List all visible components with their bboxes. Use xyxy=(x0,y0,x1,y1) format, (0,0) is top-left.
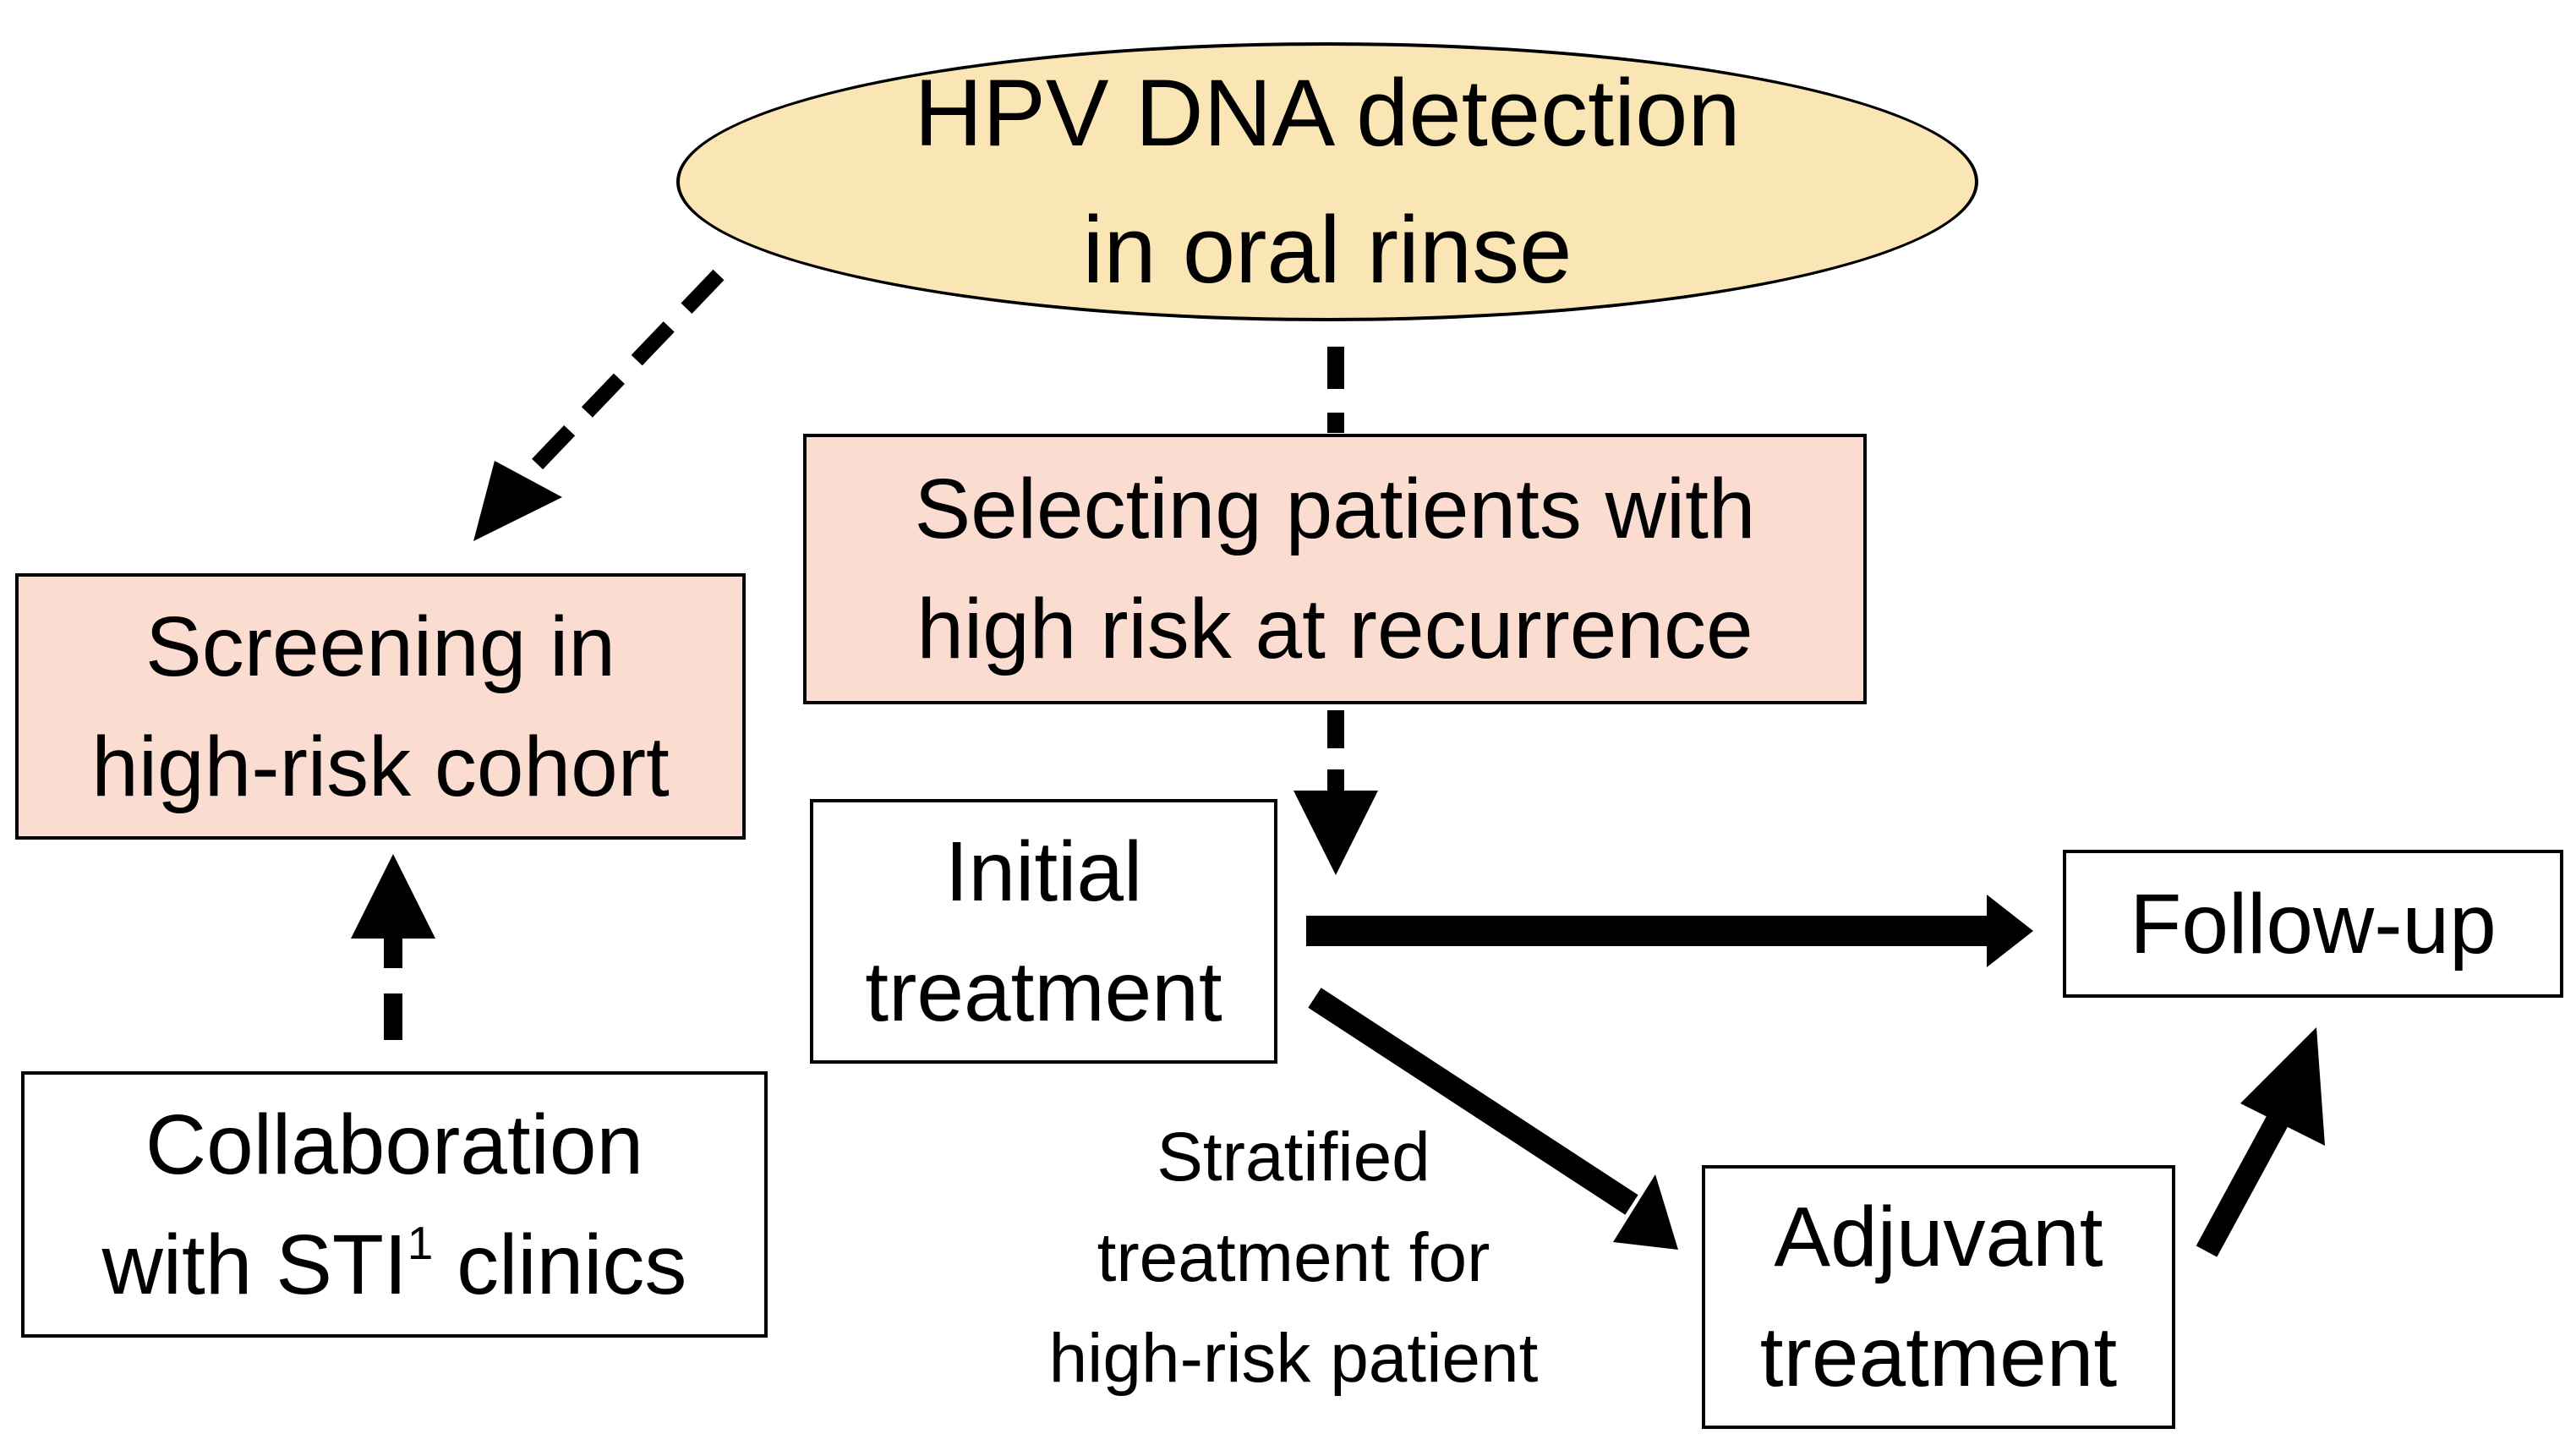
selecting-patients-node: Selecting patients with high risk at rec… xyxy=(803,434,1867,704)
selecting-patients-line-2: high risk at recurrence xyxy=(916,582,1753,676)
arrowhead-collab-to-screening xyxy=(351,854,435,939)
arrowhead-adjuvant-to-followup xyxy=(2240,1027,2325,1146)
stratified-line-1: Stratified xyxy=(1157,1119,1430,1196)
footnote-marker: 1 xyxy=(407,1216,434,1269)
stratified-line-3: high-risk patient xyxy=(1048,1319,1539,1397)
follow-up-label: Follow-up xyxy=(2130,876,2497,972)
hpv-detection-node: HPV DNA detection in oral rinse xyxy=(676,42,1978,321)
edge-initial-to-adjuvant xyxy=(1308,988,1638,1215)
edge-hpv-to-screening xyxy=(522,269,725,479)
arrowhead-hpv-to-screening xyxy=(473,461,562,541)
arrowhead-selecting-to-initial xyxy=(1293,791,1378,875)
collaboration-line-2: with STI1 clinics xyxy=(102,1205,687,1325)
collaboration-node: Collaboration with STI1 clinics xyxy=(21,1071,768,1338)
edge-adjuvant-to-followup xyxy=(2196,1097,2298,1257)
selecting-patients-line-1: Selecting patients with xyxy=(914,462,1756,556)
adjuvant-treatment-node: Adjuvant treatment xyxy=(1702,1165,2175,1429)
screening-node: Screening in high-risk cohort xyxy=(15,573,746,840)
follow-up-node: Follow-up xyxy=(2063,850,2563,998)
hpv-detection-line-1: HPV DNA detection xyxy=(914,59,1741,166)
initial-treatment-line-2: treatment xyxy=(865,944,1222,1039)
adjuvant-treatment-line-1: Adjuvant xyxy=(1774,1190,2103,1284)
screening-line-2: high-risk cohort xyxy=(91,719,670,814)
stratified-line-2: treatment for xyxy=(1097,1218,1490,1296)
initial-treatment-node: Initial treatment xyxy=(810,799,1277,1064)
collaboration-line-2-suffix: clinics xyxy=(433,1217,687,1312)
collaboration-line-2-prefix: with STI xyxy=(101,1217,407,1312)
arrowhead-initial-to-followup xyxy=(1987,895,2033,967)
collaboration-line-1: Collaboration xyxy=(145,1097,644,1192)
stratified-edge-label: Stratified treatment for high-risk patie… xyxy=(981,1108,1606,1409)
hpv-detection-line-2: in oral rinse xyxy=(1082,197,1572,303)
initial-treatment-line-1: Initial xyxy=(944,824,1143,919)
screening-line-1: Screening in xyxy=(145,599,615,694)
arrowhead-initial-to-adjuvant xyxy=(1613,1174,1678,1250)
adjuvant-treatment-line-2: treatment xyxy=(1759,1310,2118,1404)
